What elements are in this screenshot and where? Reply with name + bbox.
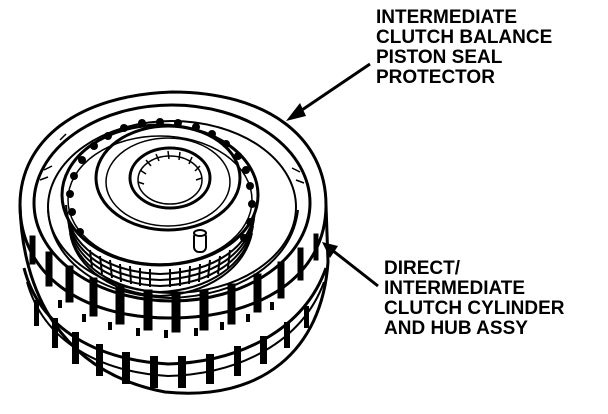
label-seal-protector: INTERMEDIATE CLUTCH BALANCE PISTON SEAL … <box>376 8 552 88</box>
label-line: DIRECT/ <box>384 258 460 279</box>
hub-pin <box>193 229 207 253</box>
label-line: PISTON SEAL <box>376 47 503 68</box>
drum-rim <box>32 103 312 303</box>
label-line: INTERMEDIATE <box>384 278 526 299</box>
leader-line-seal-protector <box>295 62 371 116</box>
drum-spline-slots-upper <box>29 233 319 333</box>
rim-shading <box>39 133 305 184</box>
drum-slot-small-marks-upper <box>58 300 274 338</box>
center-hub <box>94 124 242 232</box>
label-line: CLUTCH CYLINDER <box>384 298 565 319</box>
hub-spline-teeth <box>137 150 203 185</box>
clutch-plate-ribs <box>89 249 231 287</box>
label-line: INTERMEDIATE <box>376 7 518 28</box>
drum-spline-slots-lower <box>34 300 309 388</box>
leader-line-cylinder-assy <box>331 248 379 288</box>
label-line: PROTECTOR <box>376 67 495 88</box>
label-line: CLUTCH BALANCE <box>376 27 553 48</box>
label-cylinder-assy: DIRECT/ INTERMEDIATE CLUTCH CYLINDER AND… <box>384 259 565 339</box>
arrowhead-cylinder-assy <box>322 242 338 258</box>
arrowhead-seal-protector <box>286 103 306 121</box>
label-line: AND HUB ASSY <box>384 318 528 339</box>
